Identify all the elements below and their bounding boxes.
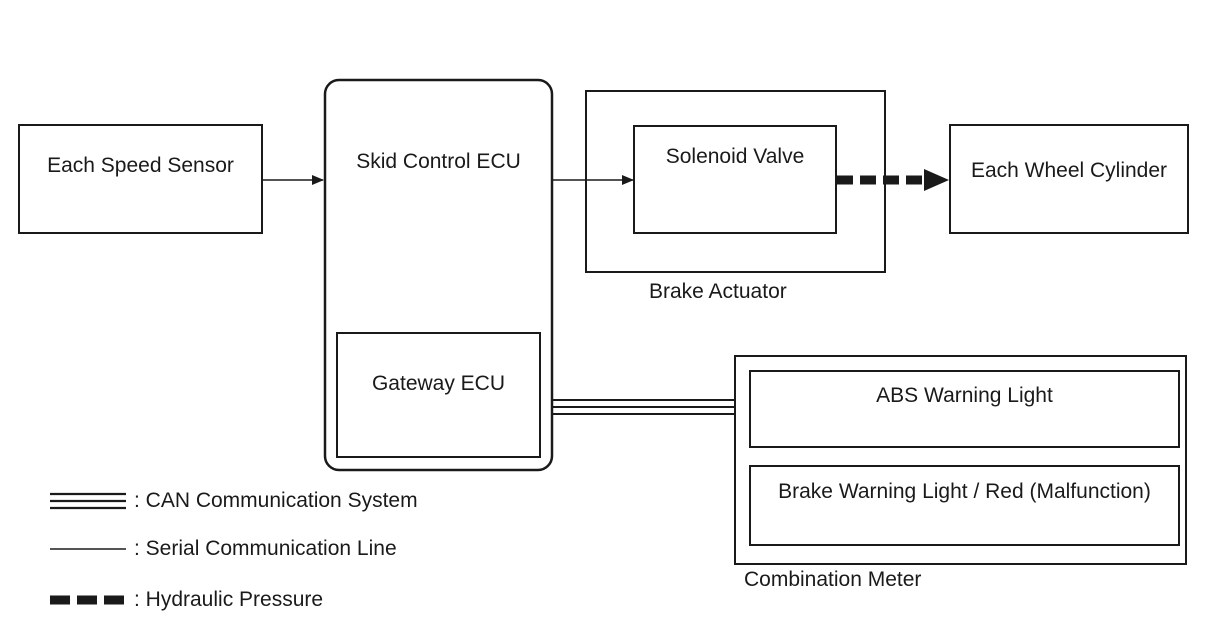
gateway-ecu-label: Gateway ECU	[371, 372, 506, 395]
wheel-cylinder-label: Each Wheel Cylinder	[970, 159, 1168, 182]
hydraulic-arrowhead	[924, 169, 949, 191]
speed-sensor-label: Each Speed Sensor	[47, 154, 234, 177]
legend-can-symbol	[50, 492, 126, 510]
brake-warning-light-box	[749, 465, 1180, 546]
legend-serial-label: : Serial Communication Line	[134, 537, 397, 560]
gateway-ecu-box	[336, 332, 541, 458]
legend-hydraulic-label: : Hydraulic Pressure	[134, 588, 324, 611]
abs-warning-light-box	[749, 370, 1180, 448]
combination-meter-box	[734, 355, 1187, 565]
wheel-cylinder-box	[949, 124, 1189, 234]
skid-control-ecu-label: Skid Control ECU	[356, 150, 521, 173]
speed-sensor-box	[18, 124, 263, 234]
can-bus-gateway-to-meter	[552, 399, 735, 415]
solenoid-valve-label: Solenoid Valve	[665, 145, 805, 168]
combination-meter-label: Combination Meter	[744, 568, 922, 591]
brake-warning-light-label: Brake Warning Light / Red (Malfunction)	[778, 480, 1151, 503]
legend-can-label: : CAN Communication System	[134, 489, 418, 512]
solenoid-valve-box	[633, 125, 837, 234]
brake-actuator-label: Brake Actuator	[649, 280, 787, 303]
abs-warning-light-label: ABS Warning Light	[876, 384, 1053, 407]
skid-control-ecu-box	[323, 78, 554, 472]
